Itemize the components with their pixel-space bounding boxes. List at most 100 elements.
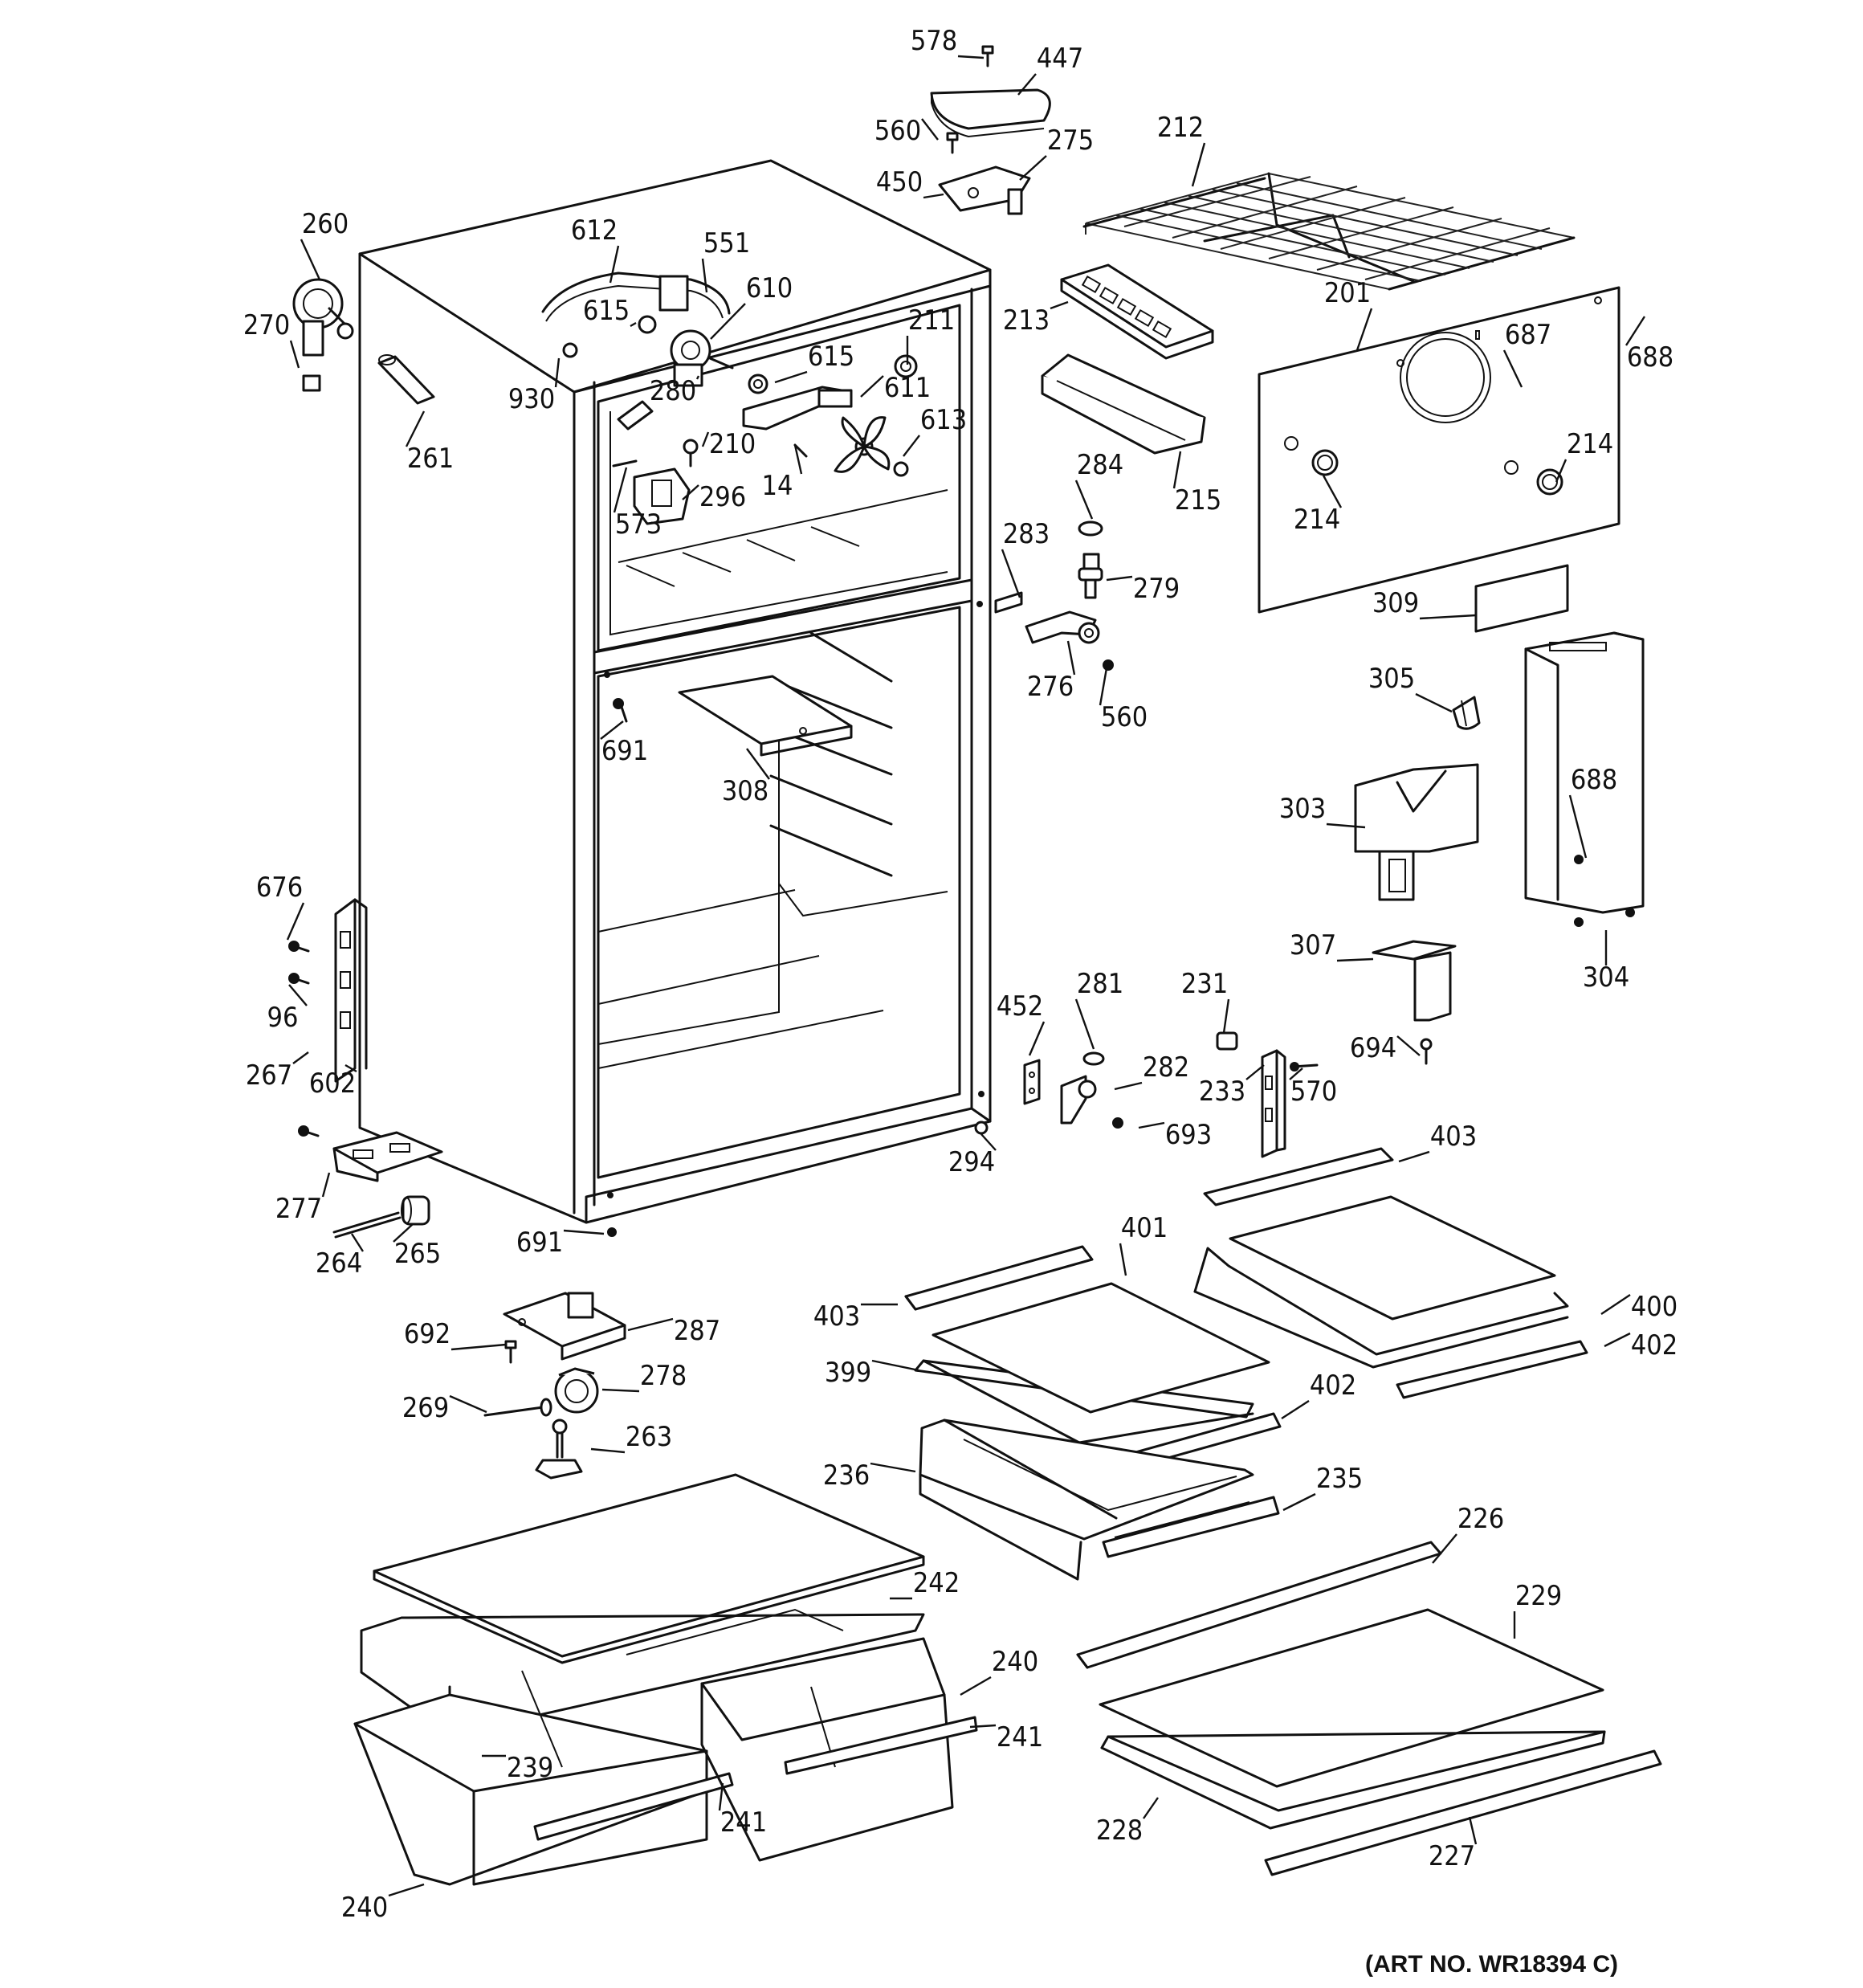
callout-leader [1432, 1533, 1457, 1564]
callout-leader [393, 1223, 414, 1243]
callout-613: 613 [903, 404, 967, 457]
callout-leader [321, 1172, 331, 1198]
callout-284: 284 [1074, 449, 1123, 520]
top-hinge-cover [930, 88, 1051, 138]
callout-leader [1281, 1399, 1310, 1420]
part-number-label: 399 [825, 1357, 871, 1389]
callout-241: 241 [969, 1721, 1043, 1753]
callout-402: 402 [1604, 1329, 1678, 1361]
callout-leader [613, 467, 628, 513]
callout-226: 226 [1432, 1503, 1504, 1564]
callout-602: 602 [309, 1063, 357, 1100]
screw-694 [1420, 1038, 1433, 1065]
side-bracket-267 [288, 898, 368, 1137]
screw-691b [607, 1227, 617, 1237]
callout-400: 400 [1600, 1291, 1678, 1323]
part-number-label: 227 [1429, 1840, 1475, 1872]
callout-687: 687 [1502, 319, 1551, 388]
part-number-label: 691 [516, 1227, 563, 1259]
callout-leader [1172, 451, 1182, 489]
callout-452: 452 [997, 990, 1046, 1056]
callout-leader [793, 444, 803, 475]
part-number-label: 233 [1199, 1076, 1245, 1108]
callout-leader [554, 357, 561, 388]
callout-leader [860, 375, 884, 398]
shelf-trim-403-left [904, 1245, 1094, 1311]
part-number-label: 452 [997, 990, 1043, 1023]
callout-296: 296 [682, 481, 746, 513]
callout-14: 14 [762, 444, 803, 502]
callout-560: 560 [1099, 667, 1148, 733]
callout-leader [871, 1359, 919, 1372]
part-number-label: 96 [267, 1002, 299, 1034]
crisper-cover-frame-228 [1100, 1730, 1606, 1830]
callout-leader [288, 984, 308, 1006]
part-number-label: 270 [243, 309, 290, 341]
callout-leader [682, 484, 699, 500]
part-number-label: 240 [992, 1646, 1038, 1678]
part-number-label: 287 [674, 1315, 720, 1347]
hinge-cap-283 [994, 591, 1023, 614]
callout-leader [627, 1317, 674, 1332]
callout-287: 287 [627, 1315, 720, 1347]
part-number-label: 692 [404, 1318, 450, 1350]
callout-leader [1143, 1797, 1159, 1819]
callout-239: 239 [482, 1752, 553, 1784]
callout-201: 201 [1324, 277, 1373, 351]
part-number-label: 401 [1121, 1212, 1168, 1244]
part-number-label: 402 [1631, 1329, 1678, 1361]
callout-560: 560 [874, 115, 939, 147]
part-number-label: 294 [948, 1146, 995, 1178]
fan-blade [834, 416, 909, 477]
part-number-label: 307 [1290, 929, 1336, 961]
callout-leader [774, 370, 808, 384]
part-number-label: 304 [1583, 961, 1629, 994]
callout-leader [1398, 1150, 1430, 1163]
bracket-611 [742, 386, 853, 431]
light-socket [670, 329, 734, 387]
callout-578: 578 [911, 25, 984, 59]
callout-611: 611 [860, 372, 931, 404]
callout-676: 676 [256, 872, 305, 941]
callout-275: 275 [1019, 125, 1094, 181]
part-number-label: 615 [808, 341, 854, 373]
callout-leader [1568, 794, 1588, 859]
part-number-label: 305 [1368, 663, 1415, 695]
callout-276: 276 [1027, 640, 1076, 703]
callout-688: 688 [1625, 316, 1673, 374]
callout-231: 231 [1181, 968, 1230, 1034]
ice-bin [1041, 353, 1206, 455]
part-number-label: 261 [407, 443, 454, 475]
part-number-label: 231 [1181, 968, 1228, 1000]
part-number-label: 308 [722, 775, 768, 807]
callout-leader [563, 1229, 605, 1235]
part-number-label: 235 [1316, 1463, 1363, 1495]
shelf-frame-left-399 [914, 1282, 1270, 1444]
part-number-label: 615 [583, 295, 630, 327]
callout-leader [1625, 316, 1646, 346]
part-number-label: 450 [876, 166, 923, 198]
part-number-label: 226 [1457, 1503, 1504, 1535]
callout-450: 450 [876, 166, 944, 199]
callout-399: 399 [825, 1357, 919, 1389]
callout-233: 233 [1199, 1064, 1265, 1108]
callout-leader [1289, 1067, 1303, 1080]
callout-leader [344, 1063, 357, 1073]
callout-leader [969, 1724, 997, 1729]
bottom-bracket-277 [332, 1131, 443, 1182]
callout-235: 235 [1282, 1463, 1363, 1512]
part-number-label: 213 [1003, 304, 1050, 337]
callout-leader [289, 340, 300, 369]
callout-leader [1355, 308, 1373, 351]
callout-303: 303 [1279, 793, 1366, 829]
callout-leader [1050, 300, 1069, 310]
callout-leader [710, 303, 746, 340]
callout-260: 260 [300, 208, 349, 280]
front-bracket-287 [503, 1292, 626, 1364]
callout-270: 270 [243, 309, 300, 369]
callout-930: 930 [508, 357, 561, 415]
part-number-label: 551 [703, 227, 750, 259]
callout-leader [388, 1883, 425, 1897]
tube-261 [377, 354, 435, 405]
